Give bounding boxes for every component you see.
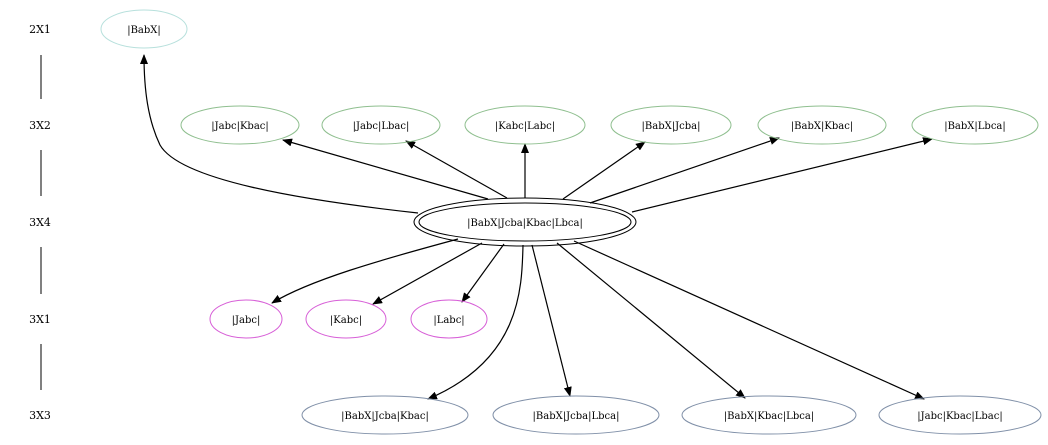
node-label: |BabX|Jcba|Kbac| <box>341 411 429 422</box>
edge-center-to-babx <box>140 54 419 214</box>
node-label: |BabX| <box>127 25 161 36</box>
edge-center-to-jabc-kbac <box>282 138 489 200</box>
edge-center-to-kabc <box>372 242 483 305</box>
node-label: |BabX|Lbca| <box>944 121 1006 132</box>
edge-center-to-babx-lbca <box>631 137 933 213</box>
node-label: |BabX|Jcba| <box>642 121 701 132</box>
node-label: |Kabc| <box>330 315 362 326</box>
edge-center-to-babx-jcba-kbac <box>427 244 524 400</box>
node-labc[interactable]: |Labc| <box>410 299 488 339</box>
node-label: |Jabc|Kbac| <box>211 121 269 132</box>
node-label: |BabX|Kbac| <box>791 121 853 132</box>
node-jabc-kbac-lbac[interactable]: |Jabc|Kbac|Lbac| <box>878 395 1042 435</box>
rank-label-2x1: 2X1 <box>29 23 51 36</box>
rank-label-3x3: 3X3 <box>29 409 51 422</box>
node-jabc-kbac[interactable]: |Jabc|Kbac| <box>180 105 300 145</box>
rank-label-3x2: 3X2 <box>29 119 51 132</box>
node-label: |Jabc|Kbac|Lbac| <box>917 411 1003 422</box>
node-babx-lbca[interactable]: |BabX|Lbca| <box>911 105 1039 145</box>
node-babx-jcba-kbac[interactable]: |BabX|Jcba|Kbac| <box>301 395 469 435</box>
rank-axis: 2X1 3X2 3X4 3X1 3X3 <box>29 23 51 422</box>
node-label: |Kabc|Labc| <box>495 121 555 132</box>
node-label: |BabX|Jcba|Kbac|Lbca| <box>467 218 583 229</box>
node-babx-jcba-lbca[interactable]: |BabX|Jcba|Lbca| <box>492 395 660 435</box>
node-babx-jcba[interactable]: |BabX|Jcba| <box>610 105 732 145</box>
node-label: |BabX|Kbac|Lbca| <box>724 411 814 422</box>
node-kabc-labc[interactable]: |Kabc|Labc| <box>464 105 586 145</box>
edge-center-to-babx-kbac <box>589 137 780 204</box>
edges <box>140 54 933 400</box>
node-babx[interactable]: |BabX| <box>100 9 188 49</box>
node-center[interactable]: |BabX|Jcba|Kbac|Lbca| <box>413 197 637 247</box>
node-jabc[interactable]: |Jabc| <box>209 299 283 339</box>
edge-center-to-labc <box>461 243 505 303</box>
edge-center-to-jabc-lbac <box>405 140 508 199</box>
node-babx-kbac-lbca[interactable]: |BabX|Kbac|Lbca| <box>681 395 857 435</box>
edge-center-to-jabc-kbac-lbac <box>573 240 925 400</box>
node-label: |Jabc|Lbac| <box>353 121 410 132</box>
node-kabc[interactable]: |Kabc| <box>305 299 387 339</box>
edge-center-to-babx-kbac-lbca <box>556 242 746 399</box>
node-jabc-lbac[interactable]: |Jabc|Lbac| <box>321 105 441 145</box>
node-label: |Jabc| <box>232 315 261 326</box>
node-babx-kbac[interactable]: |BabX|Kbac| <box>757 105 887 145</box>
edge-center-to-babx-jcba <box>562 141 646 200</box>
edge-center-to-babx-jcba-lbca <box>531 244 572 397</box>
node-label: |Labc| <box>433 315 464 326</box>
rank-label-3x1: 3X1 <box>29 313 51 326</box>
rank-label-3x4: 3X4 <box>29 216 51 229</box>
node-label: |BabX|Jcba|Lbca| <box>533 411 620 422</box>
edge-center-to-jabc <box>271 238 459 304</box>
